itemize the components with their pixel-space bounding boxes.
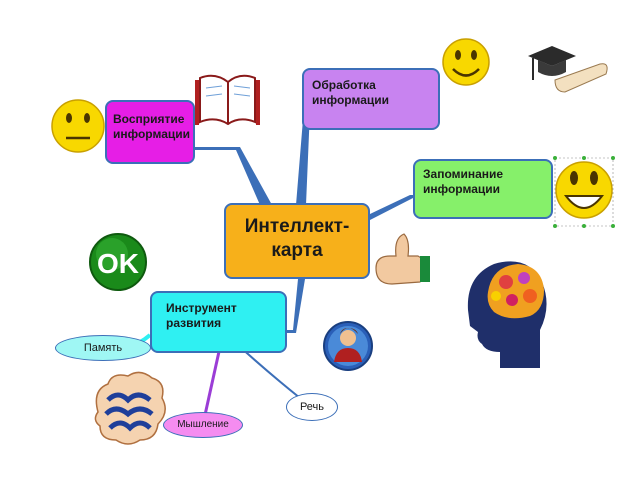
connector-to-perception [195, 147, 272, 205]
leaf-thinking[interactable]: Мышление [163, 412, 243, 438]
smiley-neutral-icon [51, 99, 105, 153]
graduation-cap-icon [528, 46, 608, 93]
person-avatar-icon [323, 321, 373, 371]
leaf-memory[interactable]: Память [55, 335, 151, 361]
node-perception-label: Восприятие информации [113, 112, 190, 141]
central-node[interactable]: Интеллект- карта [224, 203, 370, 279]
node-memorization-label: Запоминание информации [423, 167, 504, 196]
leaf-speech-label: Речь [299, 401, 325, 413]
node-tool[interactable]: Инструмент развития [150, 291, 287, 353]
ok-badge-text: OK [97, 248, 139, 279]
brain-icon [94, 371, 166, 445]
node-processing[interactable]: Обработка информации [302, 68, 440, 130]
ok-badge-icon: OK [89, 233, 147, 291]
node-memorization[interactable]: Запоминание информации [413, 159, 553, 219]
leaf-speech[interactable]: Речь [286, 393, 338, 421]
leaf-memory-label: Память [83, 342, 123, 354]
central-node-label: Интеллект- карта [244, 216, 350, 261]
brain-head-icon [467, 261, 547, 368]
smiley-happy-icon [442, 38, 490, 86]
book-icon [195, 74, 260, 126]
node-tool-label: Инструмент развития [166, 301, 237, 330]
node-processing-label: Обработка информации [312, 78, 389, 107]
node-perception[interactable]: Восприятие информации [105, 100, 195, 164]
smiley-grinning-icon [553, 156, 615, 228]
thumbs-up-icon [375, 233, 430, 285]
leaf-thinking-label: Мышление [177, 419, 229, 430]
